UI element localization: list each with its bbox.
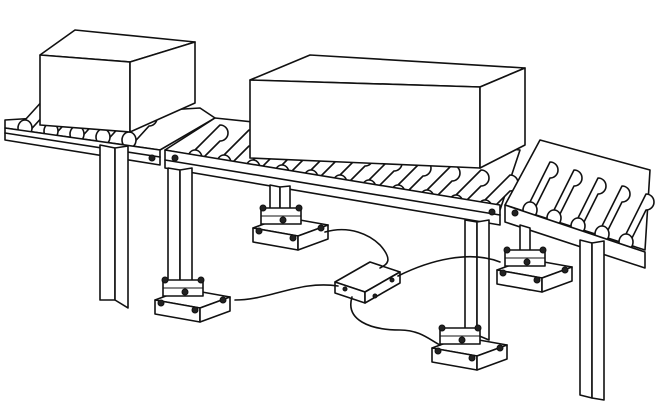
load-cell bbox=[252, 204, 329, 251]
bolt bbox=[561, 266, 569, 274]
bolt bbox=[503, 246, 511, 254]
main-load-box bbox=[249, 54, 526, 169]
right-conveyor bbox=[504, 139, 655, 401]
bolt bbox=[255, 227, 263, 235]
bolt bbox=[523, 258, 531, 266]
bolt bbox=[219, 296, 227, 304]
bolt bbox=[499, 269, 507, 277]
roller bbox=[529, 161, 559, 219]
roller bbox=[577, 177, 607, 235]
bolt bbox=[468, 354, 476, 362]
bolt bbox=[533, 276, 541, 284]
roller bbox=[601, 185, 631, 243]
cables bbox=[234, 228, 501, 346]
bolt bbox=[279, 216, 287, 224]
bolt bbox=[161, 276, 169, 284]
bolt bbox=[317, 224, 325, 232]
bolt bbox=[539, 246, 547, 254]
junction-box bbox=[334, 261, 401, 304]
bolt bbox=[181, 288, 189, 296]
load-cell bbox=[431, 324, 508, 371]
bolt bbox=[496, 344, 504, 352]
roller bbox=[625, 193, 655, 251]
bolt bbox=[157, 299, 165, 307]
load-cell bbox=[154, 276, 231, 323]
roller bbox=[553, 169, 583, 227]
bolt bbox=[474, 324, 482, 332]
bolt bbox=[295, 204, 303, 212]
bolt bbox=[197, 276, 205, 284]
bolt bbox=[191, 306, 199, 314]
left-load-box bbox=[39, 29, 196, 133]
bolt bbox=[434, 347, 442, 355]
bolt bbox=[438, 324, 446, 332]
bolt bbox=[458, 336, 466, 344]
bolt bbox=[259, 204, 267, 212]
bolt bbox=[289, 234, 297, 242]
load-cell bbox=[496, 246, 573, 293]
